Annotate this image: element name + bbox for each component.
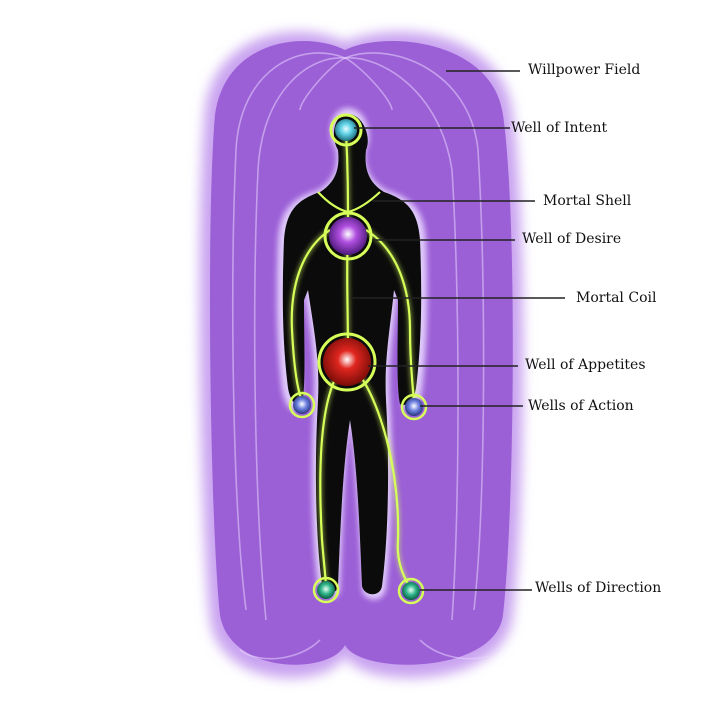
label-mortal-coil: Mortal Coil <box>576 290 657 306</box>
well-of-desire-orb <box>323 211 373 261</box>
label-well-of-desire: Well of Desire <box>522 231 622 247</box>
right-well-of-action-orb <box>400 393 428 421</box>
label-willpower-field: Willpower Field <box>528 62 641 78</box>
label-wells-of-action: Wells of Action <box>528 398 634 414</box>
left-well-of-direction-orb <box>312 576 340 604</box>
well-of-appetites-orb <box>317 332 377 392</box>
label-mortal-shell: Mortal Shell <box>543 193 632 209</box>
left-well-of-action-orb <box>288 391 316 419</box>
label-wells-of-direction: Wells of Direction <box>535 580 662 596</box>
label-well-of-appetites: Well of Appetites <box>525 357 646 373</box>
leader-lines <box>350 70 565 591</box>
well-of-intent-orb <box>329 113 363 147</box>
right-well-of-direction-orb <box>397 577 425 605</box>
label-well-of-intent: Well of Intent <box>511 120 608 136</box>
